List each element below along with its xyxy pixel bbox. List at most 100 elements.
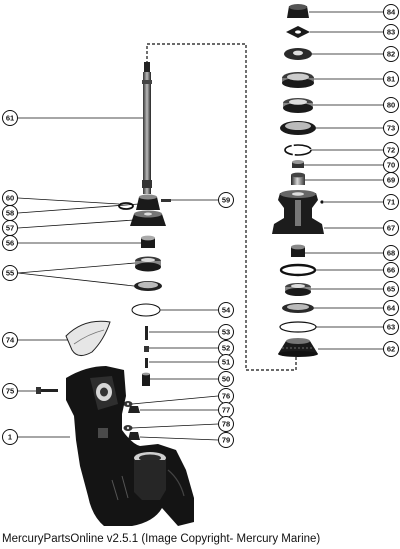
- exploded-parts-diagram: 8483828180737270697167686665646362616059…: [2, 4, 399, 526]
- callout-74: 74: [2, 332, 18, 348]
- callout-number: 70: [387, 161, 395, 170]
- callout-number: 64: [387, 304, 396, 313]
- part-76-washer: [123, 401, 133, 407]
- part-79-nut: [128, 432, 140, 440]
- part-70-spacer: [292, 160, 304, 168]
- part-67-pump-base: [272, 190, 324, 234]
- callout-circle: [383, 341, 399, 357]
- callout-number: 50: [222, 375, 230, 384]
- copyright-footer: MercuryPartsOnline v2.5.1 (Image Copyrig…: [2, 533, 321, 545]
- callout-62: 62: [383, 341, 399, 357]
- callout-60: 60: [2, 190, 18, 206]
- callout-55: 55: [2, 265, 18, 281]
- callout-69: 69: [383, 172, 399, 188]
- callout-73: 73: [383, 120, 399, 136]
- callout-circle: [383, 194, 399, 210]
- callout-number: 68: [387, 249, 395, 258]
- part-59-pin: [161, 199, 171, 202]
- part-56-bushing: [141, 235, 155, 248]
- part-52-spacer: [144, 346, 149, 352]
- callout-number: 72: [387, 146, 395, 155]
- callout-circle: [383, 97, 399, 113]
- callout-number: 81: [387, 75, 395, 84]
- callout-61: 61: [2, 110, 18, 126]
- callout-circle: [383, 120, 399, 136]
- part-50-bushing: [142, 372, 150, 386]
- part-73-race: [280, 121, 316, 135]
- callout-68: 68: [383, 245, 399, 261]
- callout-number: 54: [222, 306, 231, 315]
- callout-67: 67: [383, 220, 399, 236]
- part-84-nut: [287, 4, 309, 18]
- callout-circle: [218, 354, 234, 370]
- callout-66: 66: [383, 262, 399, 278]
- callout-70: 70: [383, 157, 399, 173]
- callout-63: 63: [383, 319, 399, 335]
- callout-circle: [383, 172, 399, 188]
- callout-54: 54: [218, 302, 234, 318]
- part-51-pin: [145, 358, 148, 368]
- callout-number: 65: [387, 285, 395, 294]
- callout-number: 58: [6, 209, 14, 218]
- part-71-pin: [320, 200, 324, 204]
- callout-64: 64: [383, 300, 399, 316]
- callout-number: 59: [222, 196, 230, 205]
- callout-circle: [218, 324, 234, 340]
- callout-number: 66: [387, 266, 395, 275]
- callout-number: 63: [387, 323, 395, 332]
- callout-84: 84: [383, 4, 399, 20]
- part-69-bushing: [291, 172, 305, 185]
- callout-58: 58: [2, 205, 18, 221]
- callout-circle: [2, 429, 18, 445]
- callout-number: 73: [387, 124, 395, 133]
- callout-72: 72: [383, 142, 399, 158]
- part-74-gasket: [65, 320, 111, 356]
- part-68-bushing: [291, 244, 305, 257]
- callout-50: 50: [218, 371, 234, 387]
- callout-81: 81: [383, 71, 399, 87]
- part-60-ring: [118, 202, 134, 210]
- callout-number: 80: [387, 101, 395, 110]
- callout-circle: [2, 235, 18, 251]
- callout-80: 80: [383, 97, 399, 113]
- callout-number: 1: [8, 433, 12, 442]
- callout-circle: [2, 383, 18, 399]
- callout-number: 57: [6, 224, 14, 233]
- part-58-gear: [136, 194, 160, 210]
- part-64-shim: [282, 303, 314, 313]
- part-53-pin: [145, 326, 148, 340]
- part-1-gear-housing: [66, 366, 194, 526]
- callout-number: 53: [222, 328, 230, 337]
- callout-circle: [218, 371, 234, 387]
- part-75-screw: [36, 387, 58, 394]
- part-77-nut: [128, 406, 140, 413]
- part-54-o-ring: [131, 303, 161, 317]
- callout-number: 71: [387, 198, 395, 207]
- callout-circle: [383, 281, 399, 297]
- callout-circle: [383, 71, 399, 87]
- callout-number: 74: [6, 336, 15, 345]
- part-80-bearing: [283, 98, 313, 113]
- callout-1: 1: [2, 429, 18, 445]
- callout-number: 79: [222, 436, 230, 445]
- callout-number: 67: [387, 224, 395, 233]
- callout-number: 52: [222, 344, 230, 353]
- callout-56: 56: [2, 235, 18, 251]
- callout-59: 59: [218, 192, 234, 208]
- callout-number: 77: [222, 406, 230, 415]
- callout-71: 71: [383, 194, 399, 210]
- part-63-ring: [279, 321, 317, 333]
- callout-number: 62: [387, 345, 395, 354]
- callout-circle: [2, 332, 18, 348]
- callout-65: 65: [383, 281, 399, 297]
- callout-75: 75: [2, 383, 18, 399]
- callout-51: 51: [218, 354, 234, 370]
- callout-circle: [383, 46, 399, 62]
- callout-circle: [218, 416, 234, 432]
- callout-number: 83: [387, 28, 395, 37]
- part-83-spider-washer: [286, 26, 310, 38]
- callout-circle: [2, 110, 18, 126]
- callout-number: 69: [387, 176, 395, 185]
- callout-circle: [2, 265, 18, 281]
- part-62-pinion-gear: [278, 338, 318, 357]
